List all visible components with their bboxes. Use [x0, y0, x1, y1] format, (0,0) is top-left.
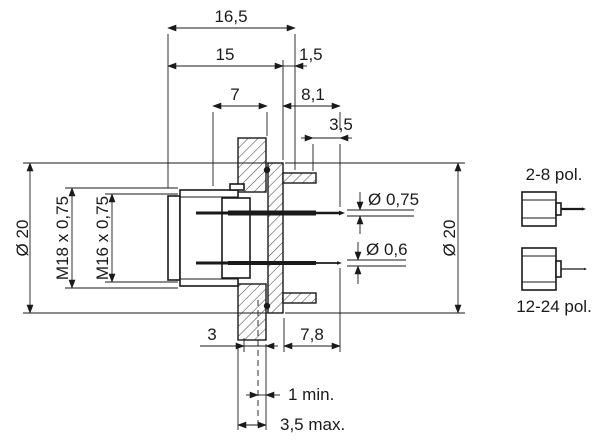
- variant-small-label: 2-8 pol.: [526, 165, 583, 184]
- dim-front-length-label: 8,1: [301, 85, 325, 104]
- dim-total-length-label: 16,5: [214, 7, 247, 26]
- dim-thread-outer-label: M18 x 0,75: [53, 196, 72, 280]
- front-shell-bottom: [282, 292, 317, 304]
- dim-front-depth-label: 7,8: [300, 325, 324, 344]
- right-dimension: Ø 20: [285, 162, 465, 314]
- variant-large-label: 12-24 pol.: [516, 297, 592, 316]
- dim-flange-dia-left-label: Ø 20: [13, 220, 32, 257]
- dim-thread-inner-label: M16 x 0,75: [93, 196, 112, 280]
- dim-pin-dia-top-label: Ø 0,75: [368, 190, 419, 209]
- dim-panel-max-label: 3,5 max.: [280, 415, 345, 434]
- dim-flange-dia-right-label: Ø 20: [440, 220, 459, 257]
- variant-large: 12-24 pol.: [516, 247, 592, 316]
- dim-pin-dia-bottom-label: Ø 0,6: [366, 240, 408, 259]
- variant-small: 2-8 pol.: [521, 165, 586, 227]
- left-dimensions: Ø 20 M18 x 0,75 M16 x 0,75: [13, 162, 268, 314]
- bottom-dimensions: 3 7,8 1 min. 3,5 max.: [200, 268, 345, 434]
- pin-diameter-dimensions: Ø 0,75 Ø 0,6: [347, 190, 419, 284]
- dim-thread-length-label: 7: [230, 85, 239, 104]
- contact-pin-bottom: [196, 261, 342, 265]
- key-lug: [229, 183, 245, 191]
- contact-pin-top: [196, 210, 345, 216]
- dim-flange-thickness-label: 1,5: [299, 45, 323, 64]
- o-ring-top: [263, 166, 271, 174]
- insulator: [221, 197, 251, 279]
- panel-hatch-bottom: [237, 283, 267, 341]
- front-shell-top: [282, 172, 317, 184]
- connector-section: [167, 162, 345, 314]
- dim-body-length-label: 15: [216, 45, 235, 64]
- dim-rear-gap-label: 3: [207, 325, 216, 344]
- dim-panel-min-label: 1 min.: [288, 385, 334, 404]
- top-dimensions: 16,5 15 1,5 7 8,1 3,5: [167, 7, 353, 207]
- flange: [267, 162, 284, 314]
- o-ring-bottom: [263, 302, 271, 310]
- dim-pin-protrusion-label: 3,5: [329, 115, 353, 134]
- mounting-panel: [237, 137, 267, 341]
- rear-cap: [167, 195, 181, 281]
- panel-hatch-top: [237, 137, 267, 193]
